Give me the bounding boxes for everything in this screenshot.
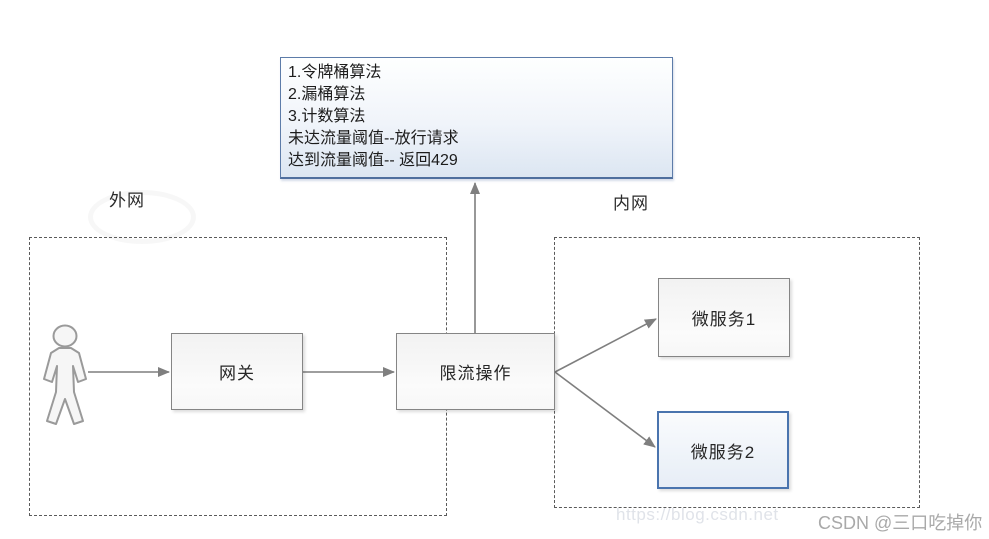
rate-limiter-node: 限流操作 (396, 333, 555, 410)
arrow-ratelimit-to-ms2 (554, 371, 656, 448)
external-network-label: 外网 (109, 191, 145, 210)
user-actor-icon (43, 324, 87, 425)
internal-network-label: 内网 (613, 194, 649, 213)
arrow-ratelimit-to-ms1 (554, 318, 657, 373)
watermark-url: https://blog.csdn.net (616, 505, 779, 524)
rate-limit-algorithms-note: 1.令牌桶算法 2.漏桶算法 3.计数算法 未达流量阈值--放行请求 达到流量阈… (280, 57, 673, 179)
watermark-credit: CSDN @三口吃掉你 (818, 513, 983, 533)
note-line: 达到流量阈值-- 返回429 (288, 152, 458, 169)
watermark-ghost (88, 190, 196, 244)
note-line: 未达流量阈值--放行请求 (288, 130, 459, 147)
gateway-node: 网关 (171, 333, 303, 410)
note-line: 1.令牌桶算法 (288, 64, 382, 81)
note-line: 2.漏桶算法 (288, 86, 366, 103)
note-line: 3.计数算法 (288, 108, 366, 125)
microservice1-node: 微服务1 (658, 278, 790, 357)
microservice2-node: 微服务2 (657, 411, 789, 489)
